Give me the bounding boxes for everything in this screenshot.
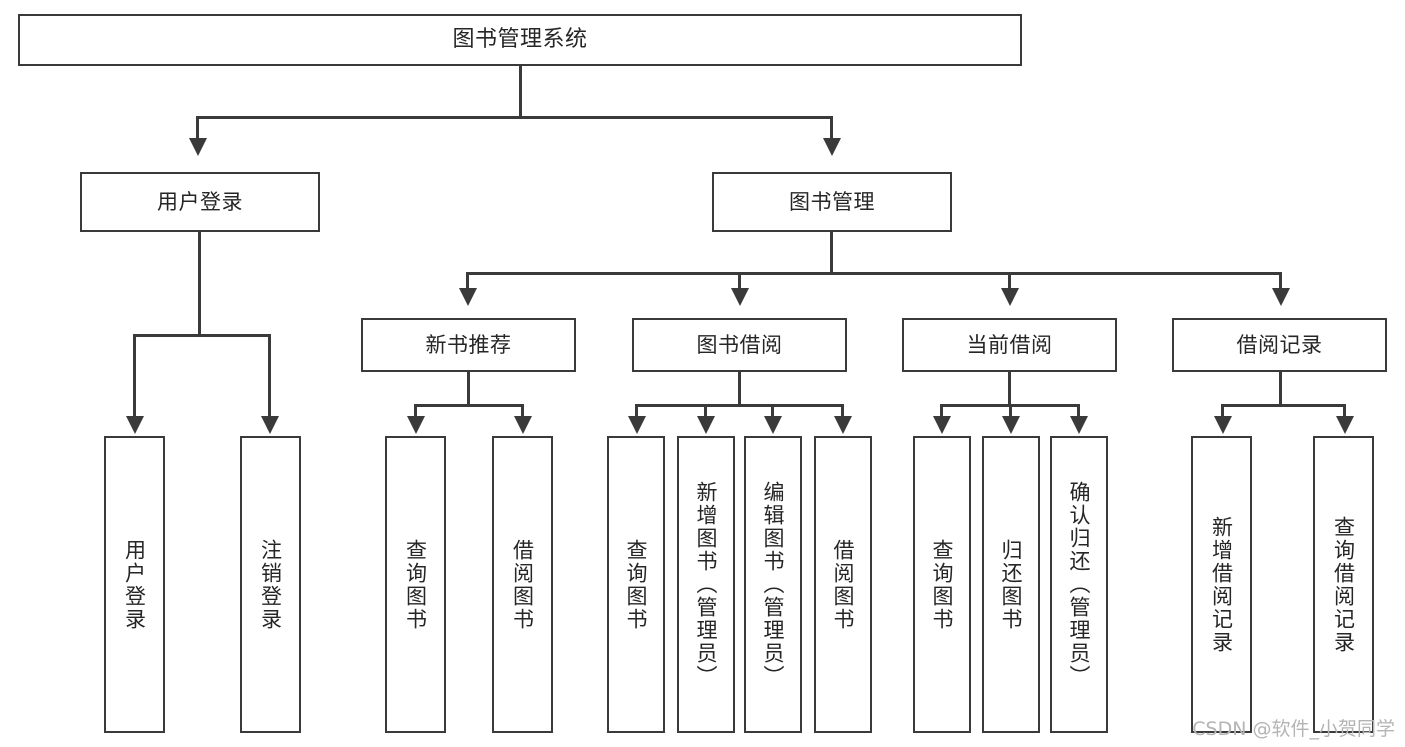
arrowhead-leaf-query-book-2 — [628, 416, 646, 434]
arrowhead-leaf-add-record — [1214, 416, 1232, 434]
arrowhead-current-borrow — [1001, 288, 1019, 306]
connector-to-book-borrow — [738, 272, 741, 290]
arrowhead-leaf-add-book — [697, 416, 715, 434]
connector-book-manage-stem — [830, 232, 833, 274]
connector-to-user-login — [196, 116, 199, 140]
arrowhead-leaf-confirm-return — [1070, 416, 1088, 434]
node-root-book-management-system[interactable]: 图书管理系统 — [18, 14, 1022, 66]
node-leaf-return-book[interactable]: 归还图书 — [982, 436, 1040, 733]
arrowhead-leaf-return-book — [1002, 416, 1020, 434]
connector-user-login-drop-2 — [268, 334, 271, 418]
node-label: 用户登录 — [122, 538, 147, 631]
node-current-borrow[interactable]: 当前借阅 — [902, 318, 1117, 372]
node-leaf-query-book-2[interactable]: 查询图书 — [607, 436, 665, 733]
node-book-borrow[interactable]: 图书借阅 — [632, 318, 847, 372]
connector-new-book-recommend-bus — [414, 404, 524, 407]
node-label: 确认归还（管理员） — [1067, 481, 1092, 688]
connector-root-stem — [519, 66, 522, 118]
node-leaf-query-book-3[interactable]: 查询图书 — [913, 436, 971, 733]
arrowhead-leaf-query-record — [1336, 416, 1354, 434]
node-label: 查询借阅记录 — [1331, 515, 1356, 654]
connector-new-book-recommend-stem — [467, 372, 470, 406]
node-leaf-logout[interactable]: 注销登录 — [240, 436, 301, 733]
connector-cb-drop-3 — [1077, 404, 1080, 418]
connector-borrow-record-bus — [1221, 404, 1346, 407]
connector-to-current-borrow — [1008, 272, 1011, 290]
node-label: 借阅记录 — [1236, 332, 1323, 357]
node-label: 归还图书 — [999, 538, 1024, 631]
arrowhead-leaf-logout — [261, 416, 279, 434]
node-label: 借阅图书 — [510, 538, 535, 631]
node-leaf-query-book-1[interactable]: 查询图书 — [385, 436, 446, 733]
connector-to-borrow-record — [1279, 272, 1282, 290]
arrowhead-new-book-recommend — [459, 288, 477, 306]
connector-current-borrow-stem — [1008, 372, 1011, 406]
node-label: 编辑图书（管理员） — [761, 481, 786, 688]
connector-bb-drop-3 — [771, 404, 774, 418]
connector-bb-drop-1 — [635, 404, 638, 418]
arrowhead-book-manage — [823, 138, 841, 156]
connector-user-login-drop-1 — [133, 334, 136, 418]
node-leaf-borrow-book-1[interactable]: 借阅图书 — [492, 436, 553, 733]
connector-user-login-stem — [198, 232, 201, 336]
node-label: 图书管理 — [789, 189, 875, 214]
arrowhead-leaf-borrow-book-2 — [834, 416, 852, 434]
node-label: 查询图书 — [403, 538, 428, 631]
node-leaf-query-record[interactable]: 查询借阅记录 — [1313, 436, 1374, 733]
node-label: 借阅图书 — [831, 538, 856, 631]
arrowhead-book-borrow — [731, 288, 749, 306]
connector-cb-drop-1 — [940, 404, 943, 418]
node-leaf-add-record[interactable]: 新增借阅记录 — [1191, 436, 1252, 733]
arrowhead-leaf-user-login — [126, 416, 144, 434]
connector-level1-bus — [196, 116, 833, 119]
connector-level2-bus — [466, 272, 1282, 275]
connector-cb-drop-2 — [1009, 404, 1012, 418]
node-borrow-record[interactable]: 借阅记录 — [1172, 318, 1387, 372]
node-book-manage[interactable]: 图书管理 — [712, 172, 952, 232]
node-label: 新增借阅记录 — [1209, 515, 1234, 654]
node-label: 查询图书 — [624, 538, 649, 631]
node-leaf-user-login[interactable]: 用户登录 — [104, 436, 165, 733]
node-leaf-confirm-return[interactable]: 确认归还（管理员） — [1050, 436, 1108, 733]
node-label: 图书管理系统 — [452, 27, 588, 53]
node-label: 图书借阅 — [696, 332, 783, 357]
connector-br-drop-1 — [1221, 404, 1224, 418]
arrowhead-user-login — [189, 138, 207, 156]
node-leaf-add-book[interactable]: 新增图书（管理员） — [677, 436, 735, 733]
node-label: 注销登录 — [258, 538, 283, 631]
connector-book-borrow-stem — [738, 372, 741, 406]
connector-borrow-record-stem — [1279, 372, 1282, 406]
arrowhead-leaf-borrow-book-1 — [514, 416, 532, 434]
connector-br-drop-2 — [1343, 404, 1346, 418]
connector-to-new-book-recommend — [466, 272, 469, 290]
connector-user-login-bus — [133, 334, 271, 337]
node-new-book-recommend[interactable]: 新书推荐 — [361, 318, 576, 372]
arrowhead-borrow-record — [1272, 288, 1290, 306]
connector-book-borrow-bus — [635, 404, 844, 407]
arrowhead-leaf-edit-book — [764, 416, 782, 434]
node-label: 查询图书 — [930, 538, 955, 631]
node-label: 新书推荐 — [425, 332, 512, 357]
connector-nbr-drop-1 — [414, 404, 417, 418]
connector-bb-drop-2 — [704, 404, 707, 418]
node-leaf-edit-book[interactable]: 编辑图书（管理员） — [744, 436, 802, 733]
arrowhead-leaf-query-book-1 — [407, 416, 425, 434]
connector-bb-drop-4 — [841, 404, 844, 418]
node-label: 新增图书（管理员） — [694, 481, 719, 688]
node-leaf-borrow-book-2[interactable]: 借阅图书 — [814, 436, 872, 733]
node-label: 当前借阅 — [966, 332, 1053, 357]
arrowhead-leaf-query-book-3 — [933, 416, 951, 434]
node-label: 用户登录 — [157, 189, 243, 214]
connector-nbr-drop-2 — [521, 404, 524, 418]
node-user-login[interactable]: 用户登录 — [80, 172, 320, 232]
connector-to-book-manage — [830, 116, 833, 140]
